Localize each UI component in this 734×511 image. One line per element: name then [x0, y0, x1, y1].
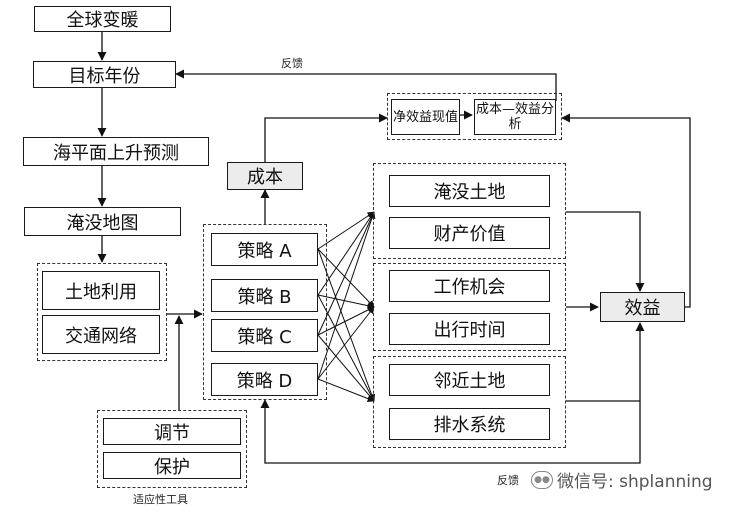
sea-level-rise-box: 海平面上升预测: [23, 137, 209, 166]
adaptation-tools-label: 适应性工具: [133, 493, 188, 506]
strategy-link-3-2: [317, 378, 375, 402]
strategy-group: [203, 224, 327, 400]
strategy-link-1-1: [317, 294, 375, 310]
land-transport-group: [37, 263, 167, 361]
strategy-link-0-0: [317, 211, 375, 250]
travel-time-box: 出行时间: [389, 313, 550, 345]
strategy-d-box: 策略 D: [211, 363, 318, 396]
net-present-value-box: 净效益现值: [391, 99, 460, 135]
strategy-b-box: 策略 B: [211, 279, 318, 312]
strategy-link-0-2: [317, 248, 376, 402]
strategy-impact-links: [317, 211, 376, 402]
flood-map-box: 淹没地图: [24, 207, 181, 236]
strategy-link-2-0: [317, 211, 375, 336]
strategy-link-3-1: [317, 306, 375, 380]
evaluation-group: [387, 93, 562, 140]
jobs-box: 工作机会: [389, 270, 550, 302]
land-use-box: 土地利用: [42, 271, 160, 310]
cost-box: 成本: [227, 162, 303, 190]
strategy-link-2-2: [317, 334, 375, 402]
benefit-box: 效益: [600, 292, 685, 322]
land-drainage-group: [373, 356, 566, 448]
property-value-box: 财产价值: [389, 217, 550, 249]
target-year-box: 目标年份: [33, 61, 176, 88]
strategy-link-2-1: [317, 306, 375, 336]
feedback-label-bottom: 反馈: [497, 474, 519, 487]
transport-network-box: 交通网络: [42, 315, 160, 354]
strategy-link-3-0: [317, 211, 376, 380]
strategy-link-0-1: [317, 248, 375, 308]
adjacent-land-box: 邻近土地: [389, 364, 550, 396]
global-warming-box: 全球变暖: [34, 6, 171, 32]
protect-box: 保护: [103, 452, 241, 479]
watermark: ●● 微信号: shplanning: [531, 467, 713, 492]
strategy-link-1-2: [317, 294, 375, 402]
adaptation-tools-group: [97, 410, 247, 488]
flooded-land-box: 淹没土地: [389, 175, 550, 207]
strategy-link-1-0: [317, 211, 375, 296]
jobs-travel-group: [373, 263, 566, 351]
cost-benefit-analysis-box: 成本—效益分析: [474, 99, 556, 135]
watermark-text: 微信号: shplanning: [557, 472, 713, 492]
strategy-a-box: 策略 A: [211, 233, 318, 266]
strategy-c-box: 策略 C: [211, 319, 318, 352]
wechat-icon: ●●: [531, 470, 553, 489]
land-property-group: [373, 163, 566, 259]
adjust-box: 调节: [103, 418, 241, 445]
feedback-label-top: 反馈: [281, 57, 303, 70]
drainage-system-box: 排水系统: [389, 408, 550, 440]
